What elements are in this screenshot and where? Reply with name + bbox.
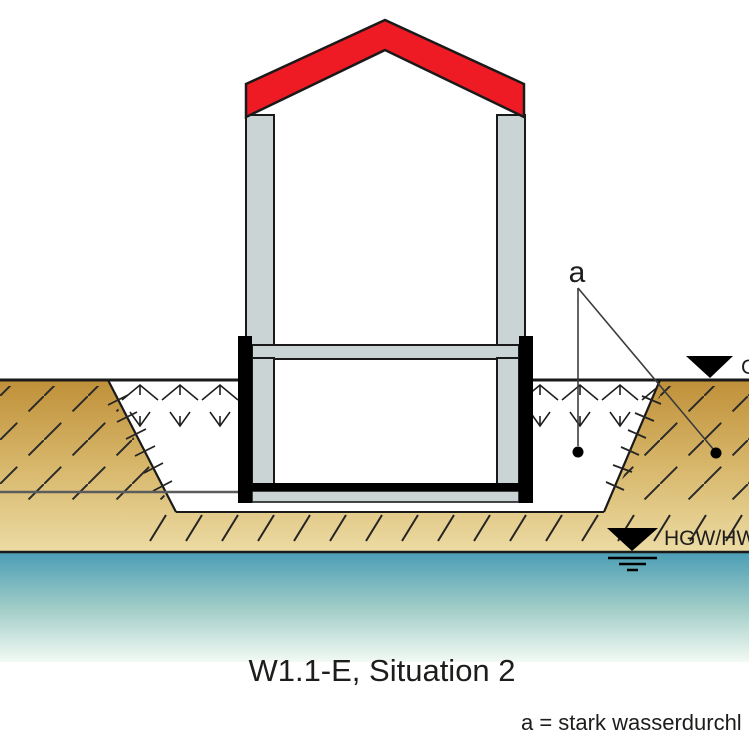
basement-wall-right — [496, 357, 520, 485]
waterproofing — [238, 336, 533, 503]
waterproofing-strip-right — [519, 336, 533, 503]
soil-hatch-right — [610, 386, 749, 506]
wall-right — [496, 114, 526, 346]
ground-level-marker-triangle — [686, 356, 733, 378]
soil-hatch-left — [0, 386, 170, 506]
groundwater-symbol-lines — [608, 556, 657, 572]
slope-line-right — [602, 379, 662, 513]
waterproofing-strip-left — [238, 336, 252, 503]
ground-level-partial-label: G — [741, 356, 749, 379]
figure-caption: W1.1-E, Situation 2 — [248, 653, 515, 688]
backfill-marks-right — [528, 382, 658, 434]
groundwater-body — [0, 552, 749, 662]
slope-line-left — [107, 379, 177, 513]
leader-line-diagonal — [577, 287, 715, 451]
backfill-marks-left — [111, 382, 242, 434]
ground-floor-slab — [251, 344, 520, 360]
waterproofing-floor-bar — [238, 483, 533, 491]
groundwater-label: HGW/HW — [664, 527, 749, 550]
house-roof — [244, 18, 526, 119]
wall-left — [245, 114, 275, 346]
groundwater-marker-triangle — [607, 528, 658, 551]
leader-dot-right — [710, 447, 722, 459]
base-slab — [251, 490, 520, 503]
legend-a-text: a = stark wasserdurchl — [521, 710, 742, 735]
leader-dot-left — [572, 446, 584, 458]
basement-wall-left — [251, 357, 275, 485]
a-label: a — [569, 256, 586, 289]
leader-a: a — [569, 256, 722, 459]
